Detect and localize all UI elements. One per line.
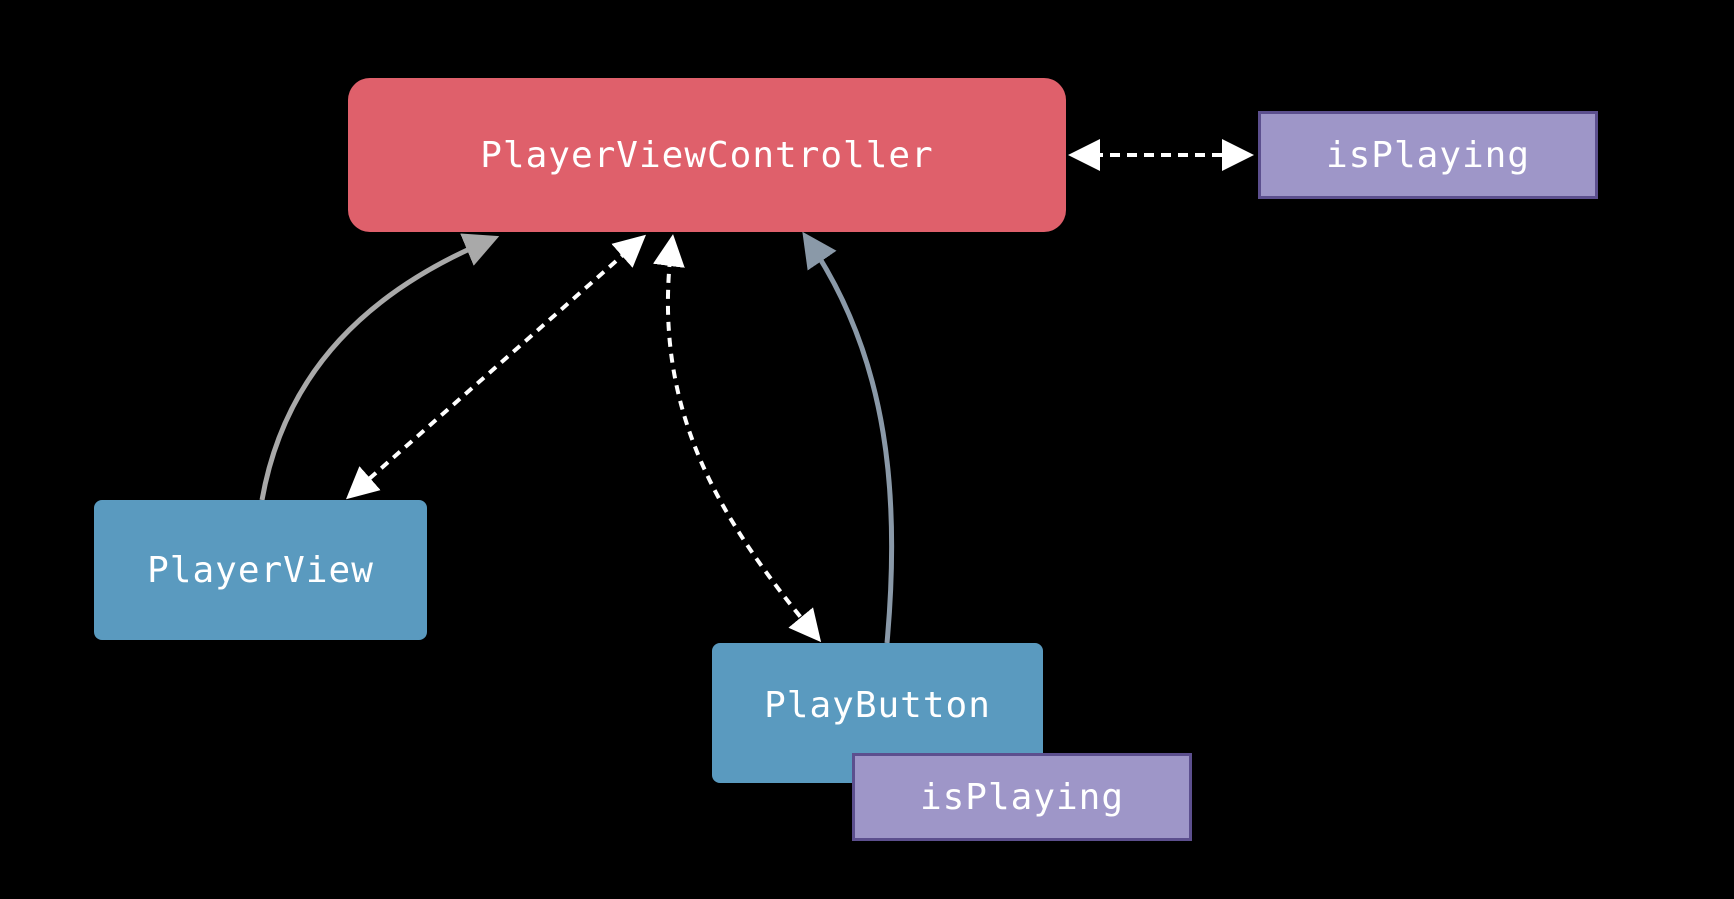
player-view-label: PlayerView <box>147 549 374 591</box>
player-view-node: PlayerView <box>94 500 427 640</box>
edge-playerview-to-controller <box>259 233 500 501</box>
edge-playbutton-to-controller <box>802 231 895 644</box>
playbutton-isplaying-label: isPlaying <box>919 776 1125 818</box>
edge-controller-playerview-dashed <box>346 234 646 500</box>
play-button-label: PlayButton <box>764 685 991 726</box>
playbutton-isplaying-state: isPlaying <box>852 753 1192 841</box>
controller-isplaying-state: isPlaying <box>1258 111 1598 199</box>
controller-isplaying-label: isPlaying <box>1325 134 1531 176</box>
player-view-controller-node: PlayerViewController <box>348 78 1066 232</box>
player-view-controller-label: PlayerViewController <box>480 134 934 176</box>
edge-controller-playbutton-dashed <box>653 234 822 643</box>
